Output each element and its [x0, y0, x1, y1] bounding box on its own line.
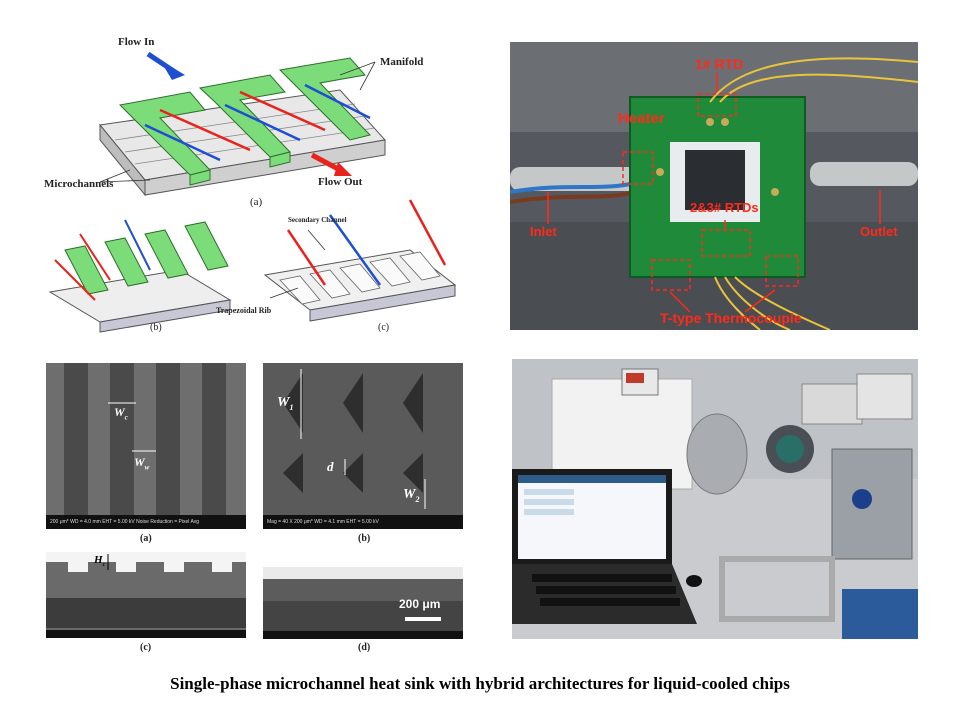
- test-section-drawing: [510, 42, 918, 330]
- sem-ww-label: Ww: [134, 455, 150, 472]
- sem-w1-label: W1: [277, 395, 294, 412]
- flow-out-label: Flow Out: [318, 176, 363, 188]
- sem-label-d: (d): [358, 642, 371, 653]
- sem-a-channels: [46, 363, 246, 529]
- trapezoidal-rib-label: Trapezoidal Rib: [216, 306, 272, 315]
- rtd23-label: 2&3# RTDs: [690, 200, 759, 215]
- thermocouple-label: T-type Thermocouple: [660, 310, 802, 326]
- sem-b-info-bar: Mag = 40 X 200 μm* WD = 4.1 mm EHT = 5.0…: [263, 515, 463, 529]
- sem-scale-label: 200 μm: [399, 597, 441, 611]
- sem-c-cross-section: [46, 552, 246, 628]
- setup-drawing: [512, 359, 918, 639]
- sem-w2-label: W2: [403, 487, 420, 504]
- setup-photo: [512, 359, 918, 639]
- inlet-label: Inlet: [530, 224, 557, 239]
- sem-b-ribs: [283, 369, 426, 509]
- sem-a-info-bar: 200 μm* WD = 4.0 mm EHT = 5.00 kV Noise …: [46, 515, 246, 529]
- sem-image-b: W1 d W2 Mag = 40 X 200 μm* WD = 4.1 mm E…: [263, 363, 463, 529]
- sem-image-d: 200 μm: [263, 567, 463, 639]
- sem-d-label: d: [327, 459, 334, 474]
- flow-in-label: Flow In: [118, 36, 155, 48]
- sem-d-cross-section: [263, 567, 463, 631]
- test-section-photo: 1# RTD Heater 2&3# RTDs Inlet Outlet T-t…: [510, 42, 918, 330]
- schematic-drawing: [48, 51, 457, 333]
- sem-image-a: Wc Ww 200 μm* WD = 4.0 mm EHT = 5.00 kV …: [46, 363, 246, 529]
- rtd1-label: 1# RTD: [695, 56, 744, 72]
- schematic-label-c: (c): [378, 322, 390, 333]
- sem-label-c: (c): [140, 642, 152, 653]
- sem-c-info-bar: [46, 630, 246, 638]
- microchannels-label: Microchannels: [44, 178, 114, 190]
- figure-caption: Single-phase microchannel heat sink with…: [170, 674, 790, 693]
- manifold-label: Manifold: [380, 56, 424, 68]
- sem-hc-label: Hc: [94, 554, 106, 569]
- schematic-panel: Flow In Manifold Microchannels Flow Out …: [40, 30, 460, 348]
- sem-d-info-bar: [263, 631, 463, 639]
- sem-label-b: (b): [358, 533, 371, 544]
- sem-image-c: Hc: [46, 552, 246, 638]
- schematic-label-b: (b): [150, 322, 162, 333]
- heater-label: Heater: [618, 110, 665, 127]
- secondary-channel-label: Secondary Channel: [288, 216, 347, 224]
- schematic-label-a: (a): [250, 196, 263, 208]
- sem-wc-label: Wc: [114, 405, 128, 422]
- outlet-label: Outlet: [860, 224, 898, 239]
- sem-label-a: (a): [140, 533, 152, 544]
